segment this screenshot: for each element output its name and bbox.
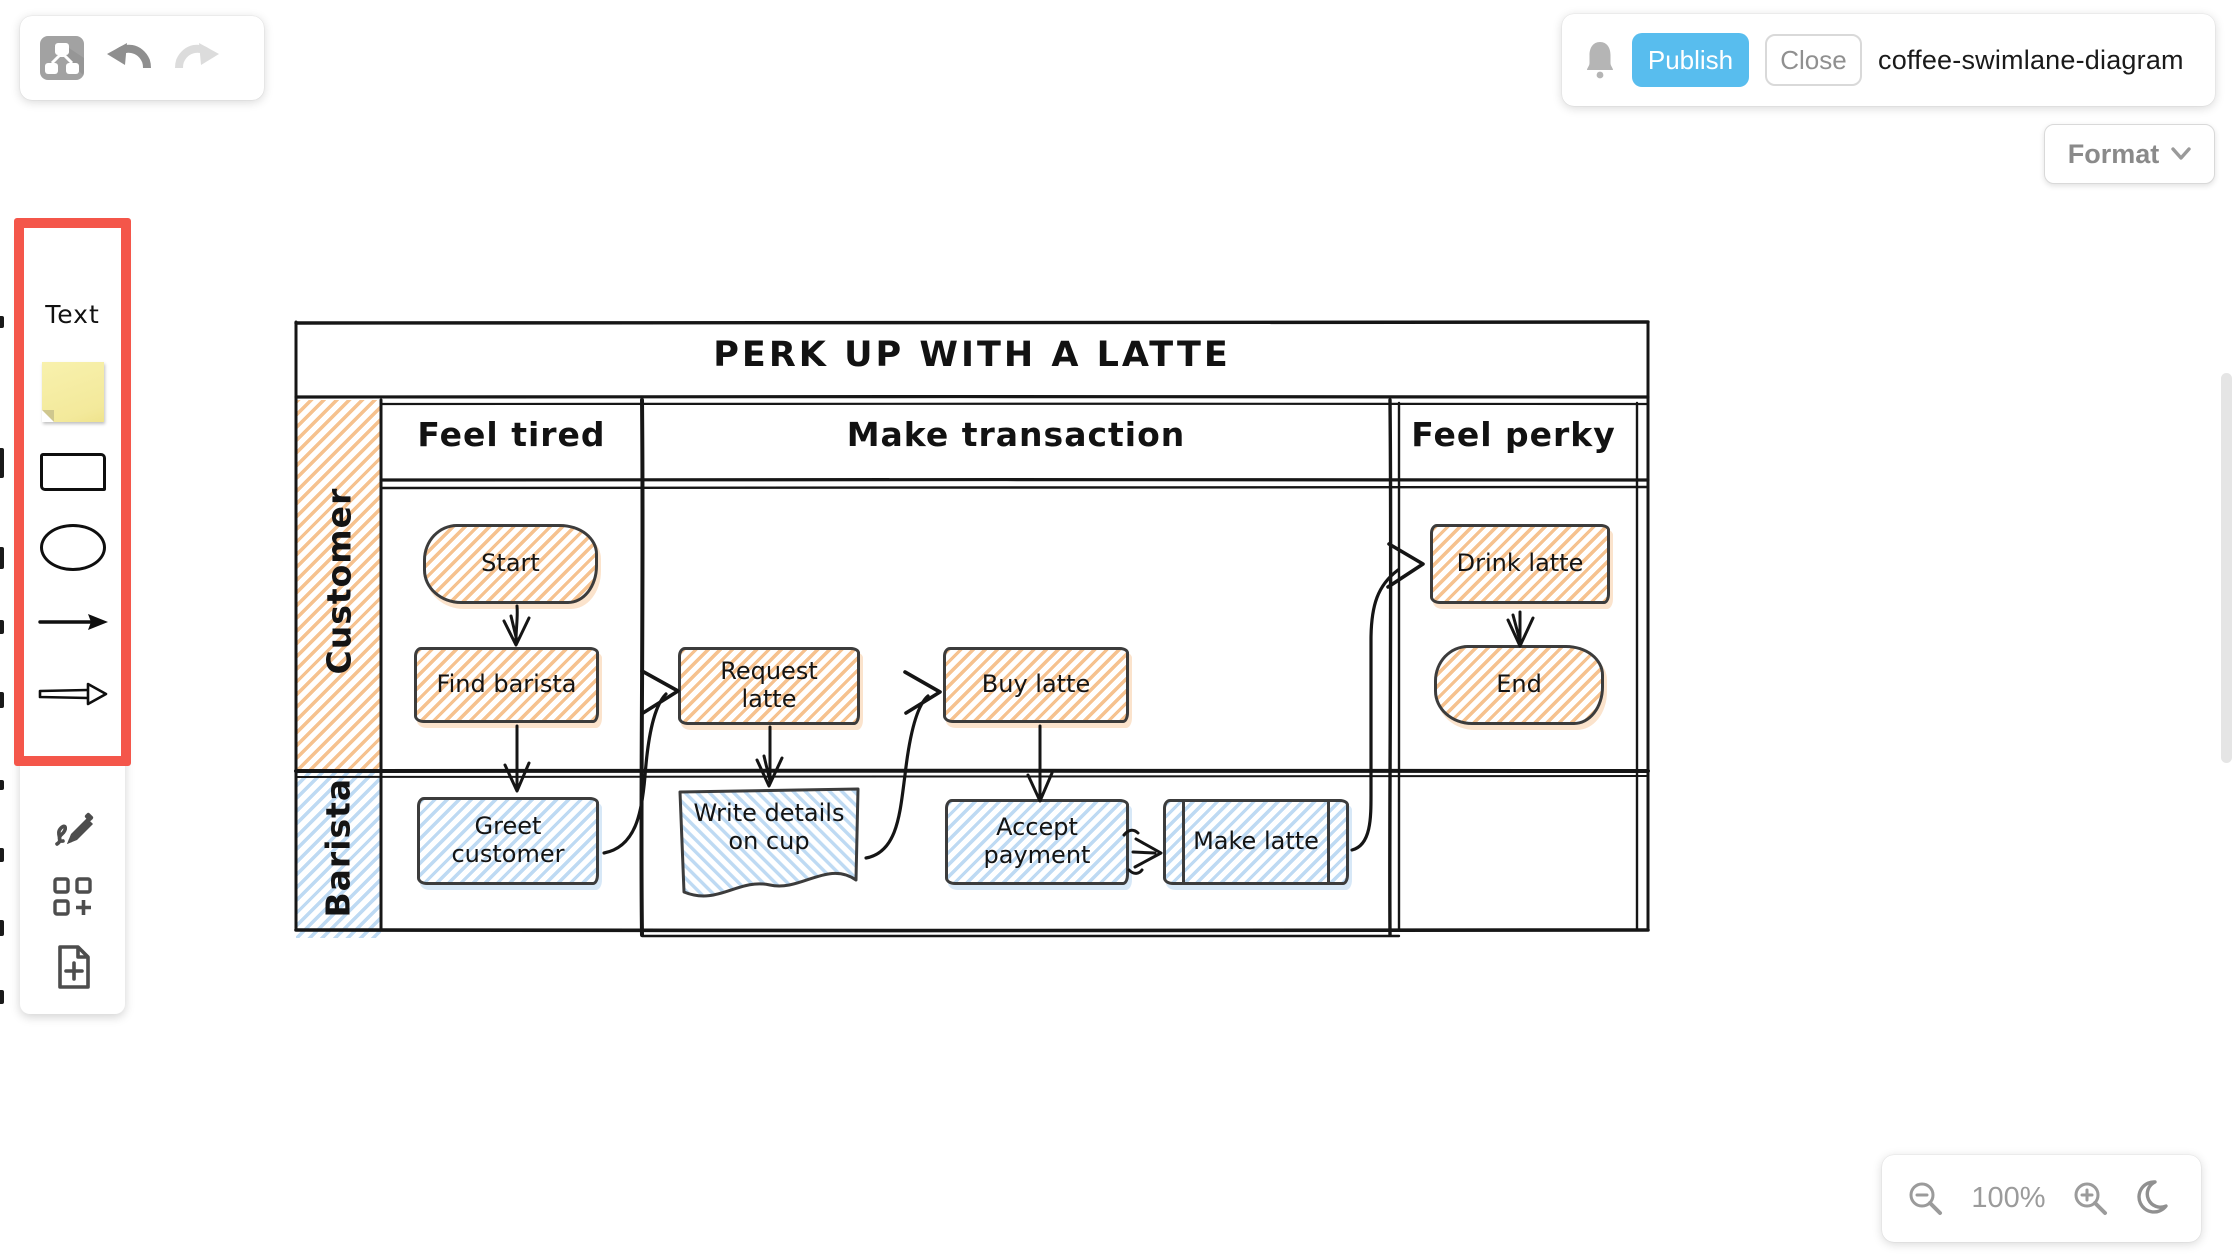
lane-label-customer[interactable]: Customer <box>319 487 359 675</box>
shapes-plus-icon <box>52 877 92 916</box>
edge-mark <box>0 780 4 790</box>
edge-mark <box>0 547 4 569</box>
node-find-barista[interactable]: Find barista <box>414 647 599 723</box>
diagram-logo-icon[interactable] <box>40 36 84 80</box>
arrow-icon <box>37 614 108 630</box>
edge-mark <box>0 620 4 634</box>
document-plus-icon <box>57 945 90 989</box>
node-label: Accept payment <box>983 813 1091 869</box>
undo-icon[interactable] <box>106 41 152 75</box>
document-title[interactable]: coffee-swimlane-diagram <box>1878 44 2184 75</box>
redo-icon[interactable] <box>174 41 220 75</box>
format-dropdown-button[interactable]: Format <box>2044 124 2215 184</box>
zoom-level: 100% <box>1971 1182 2046 1214</box>
shape-tools-sidebar: Text <box>14 218 131 1014</box>
node-label: Request latte <box>720 657 818 713</box>
node-start[interactable]: Start <box>423 524 598 604</box>
node-end[interactable]: End <box>1434 645 1604 725</box>
new-document-tool[interactable] <box>20 944 125 990</box>
arrow-tool[interactable] <box>20 610 125 634</box>
close-button[interactable]: Close <box>1765 34 1862 86</box>
edge-mark <box>0 448 4 478</box>
text-tool[interactable]: Text <box>45 300 100 329</box>
double-line-arrow-tool[interactable] <box>20 680 125 708</box>
rectangle-tool[interactable] <box>20 453 125 491</box>
sticky-note-tool[interactable] <box>20 362 125 422</box>
zoom-out-icon[interactable] <box>1907 1180 1945 1218</box>
column-header-feel-tired[interactable]: Feel tired <box>417 415 606 454</box>
node-request-latte[interactable]: Request latte <box>678 647 860 725</box>
subprocess-bar <box>1182 802 1185 882</box>
dark-mode-moon-icon[interactable] <box>2136 1179 2176 1219</box>
vertical-scrollbar[interactable] <box>2221 373 2232 763</box>
column-header-make-transaction[interactable]: Make transaction <box>846 415 1186 454</box>
bell-icon[interactable] <box>1584 39 1616 81</box>
publish-button[interactable]: Publish <box>1632 33 1749 87</box>
lane-strip-customer[interactable] <box>296 400 381 771</box>
sticky-note-icon <box>41 362 104 422</box>
node-accept-payment[interactable]: Accept payment <box>945 799 1129 885</box>
node-drink-latte[interactable]: Drink latte <box>1430 524 1610 604</box>
lane-strip-barista[interactable] <box>296 771 381 938</box>
zoom-controls: 100% <box>1882 1155 2201 1242</box>
ellipse-icon <box>39 524 106 571</box>
tools-highlight-red-box <box>14 218 131 766</box>
node-label: End <box>1496 670 1542 699</box>
node-greet-customer[interactable]: Greet customer <box>417 797 599 885</box>
document-shape <box>678 787 860 898</box>
node-label: Greet customer <box>451 812 565 868</box>
rectangle-icon <box>39 453 106 491</box>
freehand-draw-tool[interactable] <box>20 808 125 852</box>
chevron-down-icon <box>2171 147 2191 160</box>
edge-mark <box>0 316 4 328</box>
edge-mark <box>0 990 4 1004</box>
node-write-details[interactable]: Write details on cup <box>676 786 862 910</box>
lane-label-barista[interactable]: Barista <box>318 777 358 918</box>
edge-mark <box>0 920 4 936</box>
node-make-latte[interactable]: Make latte <box>1163 799 1349 885</box>
format-label: Format <box>2067 138 2160 169</box>
node-label: Find barista <box>436 670 577 699</box>
top-right-toolbar: Publish Close coffee-swimlane-diagram <box>1562 14 2215 106</box>
top-left-toolbar <box>20 16 264 100</box>
node-label: Make latte <box>1193 827 1319 856</box>
node-label: Write details on cup <box>693 799 845 855</box>
zoom-in-icon[interactable] <box>2072 1180 2110 1218</box>
double-line-arrow-icon <box>38 682 107 706</box>
node-label: Buy latte <box>981 670 1091 699</box>
ellipse-tool[interactable] <box>20 524 125 571</box>
node-label: Drink latte <box>1456 549 1584 578</box>
column-header-feel-perky[interactable]: Feel perky <box>1411 415 1616 454</box>
node-label: Start <box>481 549 540 578</box>
edge-mark <box>0 692 4 708</box>
diagram-title[interactable]: PERK UP WITH A LATTE <box>713 335 1231 375</box>
subprocess-bar <box>1327 802 1330 882</box>
edge-mark <box>0 848 4 862</box>
freehand-pencil-icon <box>54 812 93 846</box>
shape-library-add-tool[interactable] <box>20 876 125 918</box>
node-buy-latte[interactable]: Buy latte <box>943 647 1129 723</box>
